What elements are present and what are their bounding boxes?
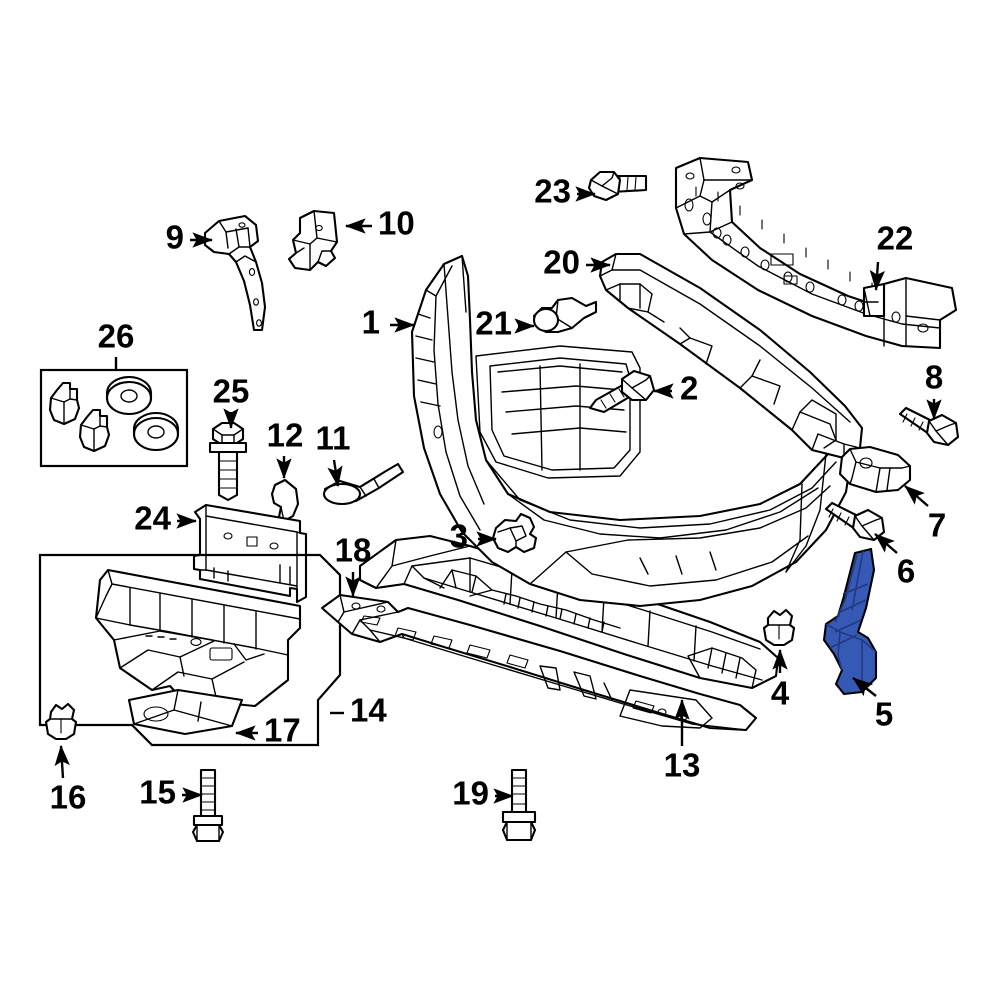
callout-9: 9 (166, 219, 184, 256)
part-15-under-cover-bolt (191, 768, 225, 843)
part-17-access-panel (127, 688, 244, 736)
callout-24: 24 (134, 500, 171, 537)
part-5-bumper-cover-side-bracket-highlighted (822, 547, 878, 696)
part-13-lower-valance (358, 534, 780, 690)
callout-2: 2 (680, 370, 698, 407)
part-14-under-cover-group-box (38, 553, 342, 747)
callout-17: 17 (264, 712, 301, 749)
callout-21: 21 (475, 305, 512, 342)
part-24-license-plate-bracket (192, 503, 308, 604)
part-16-under-cover-clip (44, 702, 78, 741)
part-18-air-deflector (320, 593, 758, 732)
callout-5: 5 (875, 696, 893, 733)
callout-18: 18 (335, 532, 372, 569)
callout-20: 20 (543, 244, 580, 281)
part-12-grommet (270, 478, 300, 523)
callout-12: 12 (267, 417, 304, 454)
callout-6: 6 (897, 553, 915, 590)
part-14-engine-under-cover (94, 568, 302, 736)
part-21-stud-clip (532, 296, 598, 334)
part-8-impact-bar-bolt (898, 406, 960, 447)
callout-3: 3 (450, 518, 468, 555)
callout-10: 10 (378, 205, 415, 242)
part-9-left-bumper-bracket (203, 214, 267, 332)
callout-26: 26 (98, 318, 135, 355)
part-19-valance-bolt (501, 768, 537, 842)
part-7-tow-hook-bracket (838, 445, 912, 494)
callout-22: 22 (877, 220, 914, 257)
callout-14: 14 (350, 692, 387, 729)
callout-1: 1 (362, 304, 380, 341)
callout-13: 13 (664, 747, 701, 784)
callout-23: 23 (534, 173, 571, 210)
callout-25: 25 (213, 373, 250, 410)
part-3-retainer-clip (491, 512, 538, 554)
part-25-flange-bolt (208, 421, 248, 502)
part-4-push-retainer (762, 608, 796, 647)
callout-8: 8 (925, 359, 943, 396)
callout-16: 16 (50, 779, 87, 816)
part-2-bumper-cover-bolt (588, 369, 656, 414)
callout-15: 15 (139, 774, 176, 811)
callout-numbers: 1 2 3 4 5 6 7 8 9 10 11 12 13 14 15 16 1… (50, 173, 947, 816)
callout-11: 11 (316, 420, 351, 457)
part-10-bracket-upper (287, 209, 339, 272)
callout-19: 19 (452, 775, 489, 812)
callout-leaders (54, 186, 942, 804)
callout-7: 7 (928, 507, 946, 544)
callout-4: 4 (771, 675, 790, 712)
part-23-impact-bar-bolt-upper (587, 170, 648, 202)
part-26-clip-kit-box (39, 368, 189, 468)
